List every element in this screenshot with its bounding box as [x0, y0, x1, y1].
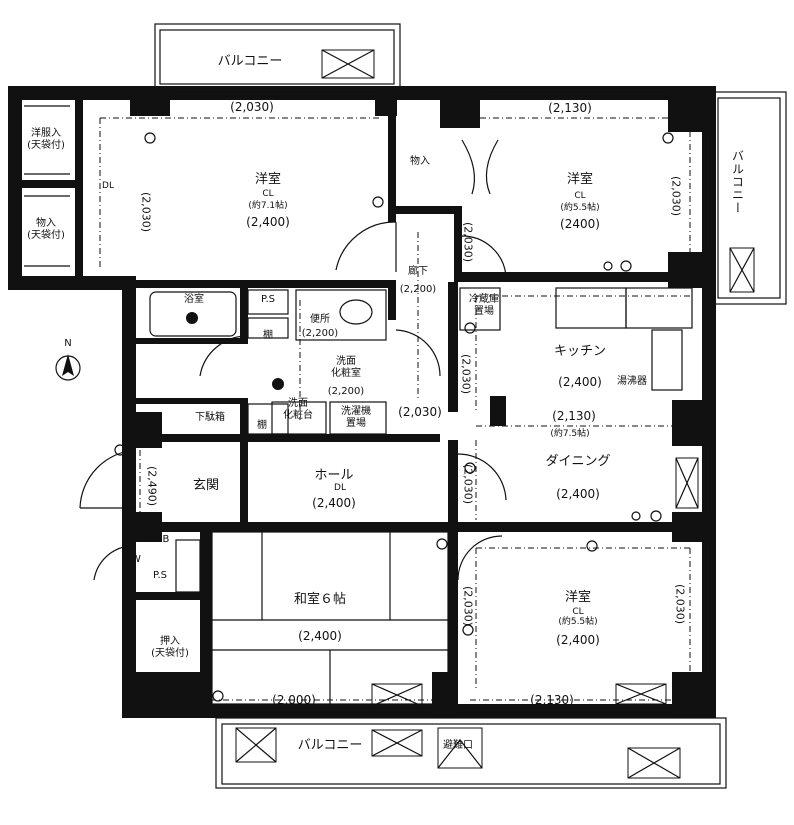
dim-top-right: (2,130): [548, 101, 592, 115]
entrance-name: 玄関: [192, 478, 220, 493]
shoe-label: 下駄箱: [195, 412, 225, 423]
toilet-ceiling: (2,200): [301, 328, 339, 339]
washitsu-name: 和室６帖: [293, 592, 347, 607]
vanity-label: 洗面 化粧台: [283, 398, 313, 421]
nw-room-ceiling: (2,400): [246, 215, 290, 229]
corridor-ceiling: (2,200): [399, 284, 437, 295]
closet-lower-label: 物入 (天袋付): [27, 218, 65, 241]
kitchen-water-heater: 湯沸器: [617, 376, 647, 387]
dim-kitchen-vertical: (2,030): [459, 353, 473, 395]
nw-room-size: (約7.1帖): [248, 201, 288, 211]
dining-ceiling: (2,400): [556, 487, 600, 501]
se-room-size: (約5.5帖): [558, 617, 598, 627]
closet-hatch: [24, 105, 201, 593]
cl-symbol-ne: CL: [574, 191, 586, 201]
cl-symbol-se: CL: [572, 607, 584, 617]
balcony-right-label: バルコニー: [730, 149, 745, 215]
dim-mid-horizontal: (2,030): [398, 405, 442, 419]
dim-se-left-vertical: (2,030): [461, 585, 475, 627]
dim-bottom-right: (2,130): [530, 693, 574, 707]
dim-nw-vertical: (2,030): [139, 191, 153, 233]
mb-label: M.B: [150, 534, 170, 545]
closet-upper-label: 洋服入 (天袋付): [27, 128, 65, 151]
hall-name: ホール: [314, 468, 354, 483]
kitchen-name: キッチン: [553, 344, 607, 359]
dim-ne-vertical: (2,030): [669, 175, 683, 217]
washroom-ceiling: (2,200): [327, 386, 365, 397]
shelf1-label: 棚: [263, 330, 273, 341]
windows: [176, 91, 711, 713]
shelf2-label: 棚: [257, 420, 267, 431]
dl-symbol-nw: DL: [102, 181, 114, 191]
balcony-bottom-label: バルコニー: [297, 738, 363, 753]
north-arrow-icon: [55, 354, 81, 381]
se-room-name: 洋室: [564, 590, 592, 605]
nw-room-name: 洋室: [254, 172, 282, 187]
dim-dining-horizontal: (2,130): [552, 409, 596, 423]
cl-symbol-nw: CL: [262, 189, 274, 199]
bath-label: 浴室: [184, 294, 204, 305]
dining-size: (約7.5帖): [550, 429, 590, 439]
toilet-name: 便所: [310, 314, 330, 325]
oshiire-label: 押入 (天袋付): [151, 636, 189, 659]
se-room-ceiling: (2,400): [556, 633, 600, 647]
corridor-name: 廊下: [408, 266, 428, 277]
washroom-name: 洗面 化粧室: [331, 356, 361, 379]
dim-top-left: (2,030): [230, 100, 274, 114]
ne-room-ceiling: (2400): [560, 217, 600, 231]
kitchen-ceiling: (2,400): [558, 375, 602, 389]
storage-mid-label: 物入: [410, 156, 430, 167]
fixtures: [149, 287, 693, 435]
north-label: N: [64, 338, 72, 349]
laundry-label: 洗濯機 置場: [341, 406, 371, 429]
outdoor-units: [235, 49, 755, 779]
washitsu-ceiling: (2,400): [298, 629, 342, 643]
dim-corridor-vertical: (2,030): [461, 221, 475, 263]
dim-bottom-left: (2,000): [272, 693, 316, 707]
dim-hall-vertical: (2,030): [461, 463, 475, 505]
escape-label: 避難口: [443, 740, 473, 751]
dim-se-right-vertical: (2,030): [673, 583, 687, 625]
fridge-label: 冷蔵庫 置場: [469, 294, 499, 317]
ps2-label: P.S: [153, 570, 167, 581]
ne-room-size: (約5.5帖): [560, 203, 600, 213]
dimension-lines: [99, 117, 691, 701]
hall-ceiling: (2,400): [312, 496, 356, 510]
ne-room-name: 洋室: [566, 172, 594, 187]
w-symbol: W: [131, 554, 141, 565]
dim-entry-vertical: (2,490): [145, 465, 159, 507]
doors: [79, 139, 507, 581]
interior-walls: [8, 98, 716, 704]
outlets: [114, 132, 674, 702]
dining-name: ダイニング: [545, 454, 611, 469]
balcony-top-label: バルコニー: [217, 54, 283, 69]
ps1-label: P.S: [261, 294, 275, 305]
dl-symbol-hall: DL: [334, 483, 346, 493]
tatami-grid: [211, 531, 449, 705]
